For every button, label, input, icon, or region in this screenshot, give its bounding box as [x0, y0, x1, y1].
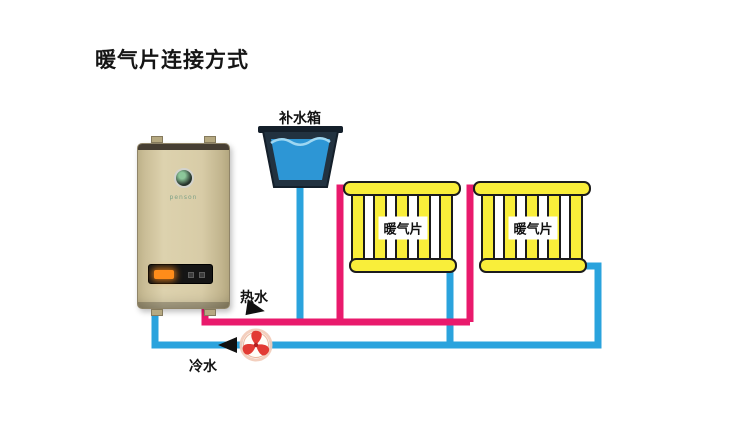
- mounting-tab: [151, 136, 163, 143]
- boiler-display: [148, 264, 213, 284]
- boiler-top-cap: [138, 144, 229, 150]
- mounting-tab: [204, 309, 216, 316]
- radiator-1-label: 暖气片: [378, 216, 428, 240]
- display-button: [188, 272, 194, 278]
- tank-water-wave: [270, 137, 331, 146]
- cold-flow-arrow-icon: [218, 337, 237, 353]
- tank-water: [271, 139, 330, 180]
- water-tank: [258, 126, 343, 188]
- radiator-tube: [569, 185, 583, 267]
- mounting-tab: [151, 309, 163, 316]
- tank-label: 补水箱: [279, 111, 321, 127]
- hot-water-label: 热水: [240, 290, 268, 306]
- mounting-tab: [204, 136, 216, 143]
- radiator-tube: [439, 185, 453, 267]
- pump-fan-blades: [242, 330, 270, 356]
- radiator-tube: [481, 185, 495, 267]
- radiator-1: [343, 181, 461, 273]
- boiler-brand: penson: [169, 194, 198, 201]
- hot-flow-arrow-icon: [245, 299, 265, 316]
- page-title: 暖气片连接方式: [95, 48, 249, 72]
- display-led: [154, 270, 174, 279]
- boiler-logo-icon: [173, 168, 194, 188]
- radiator-tube: [351, 185, 365, 267]
- display-button: [199, 272, 205, 278]
- boiler-base: [138, 302, 229, 308]
- radiator-top-header: [473, 181, 591, 196]
- cold-water-pipe: [151, 184, 602, 349]
- circulation-pump-icon: [239, 328, 273, 362]
- pump-hub: [253, 342, 259, 348]
- radiator-bottom-header: [349, 258, 457, 273]
- radiator-bottom-header: [479, 258, 587, 273]
- heating-boiler: penson: [137, 136, 230, 316]
- cold-water-label: 冷水: [189, 359, 217, 375]
- radiator-2-label: 暖气片: [508, 216, 558, 240]
- radiator-top-header: [343, 181, 461, 196]
